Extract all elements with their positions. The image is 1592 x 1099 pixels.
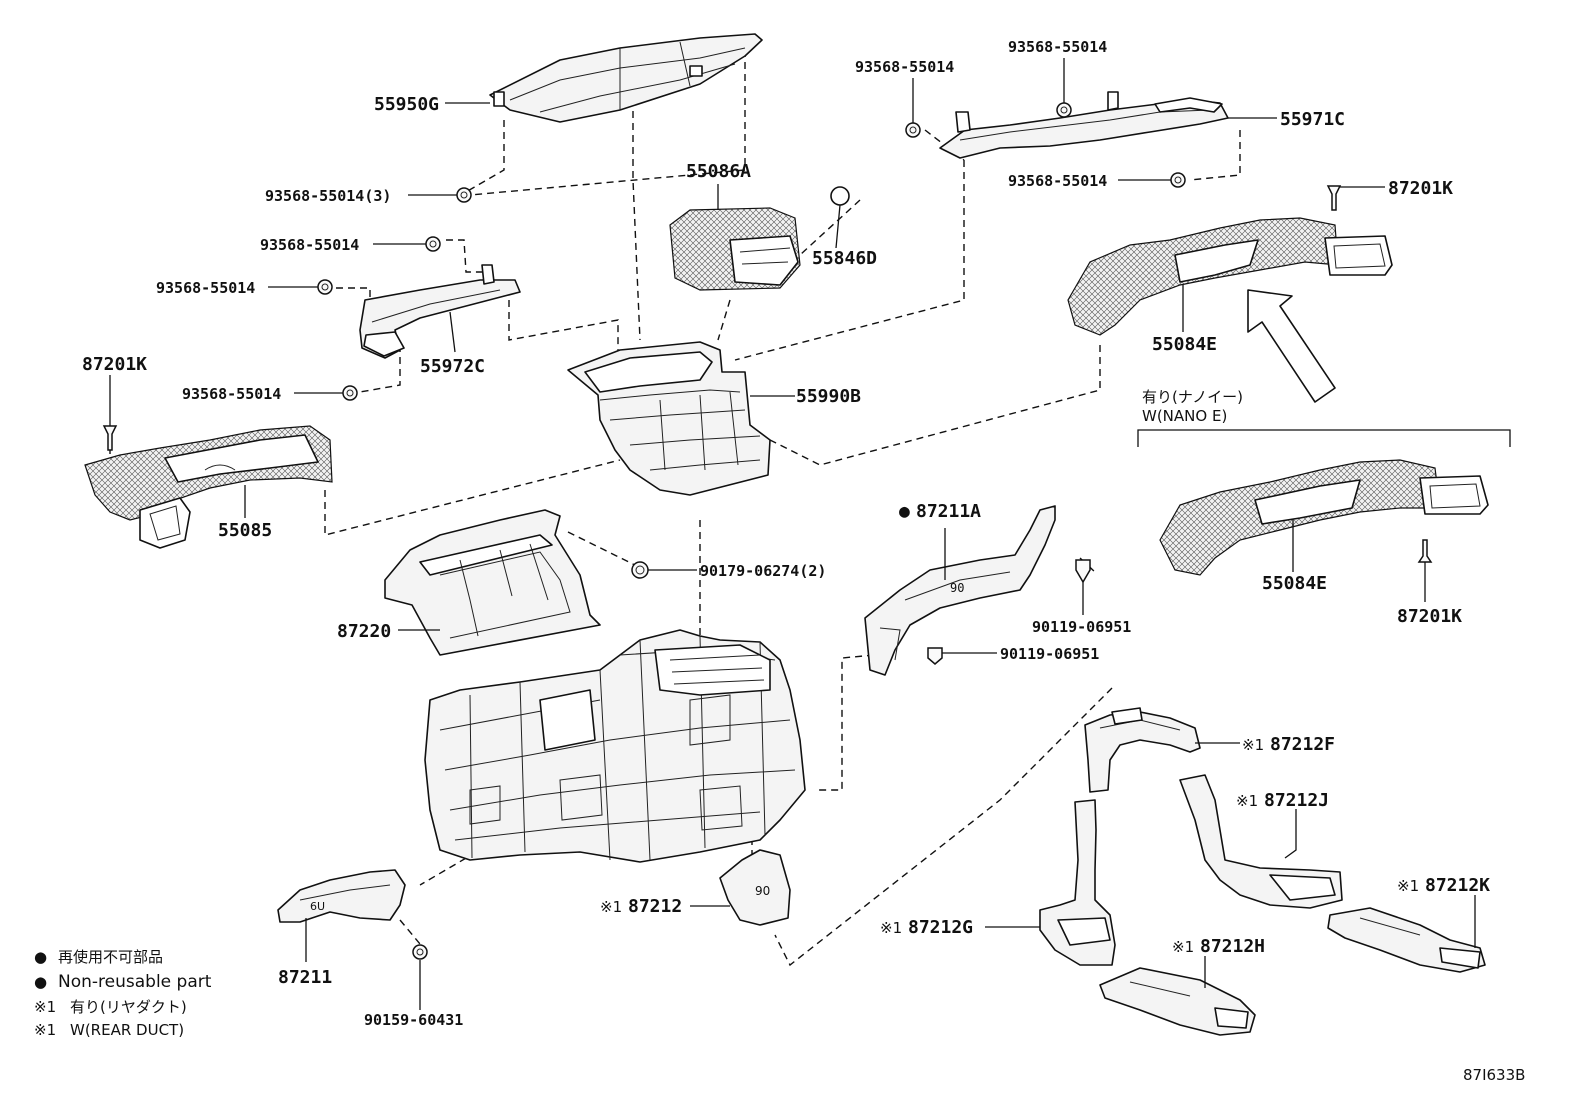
legend-marker-4: ※1 (34, 1021, 56, 1039)
label-87212g[interactable]: 87212G (908, 917, 973, 938)
bolt-icon (342, 385, 358, 401)
rear-duct-marker-87212: ※1 (600, 898, 622, 916)
part-87212-stamp: 90 (755, 884, 770, 898)
rear-duct-marker-h: ※1 (1172, 938, 1194, 956)
part-87211-stamp: 6U (310, 900, 325, 913)
label-93568-55014-f[interactable]: 93568-55014 (1008, 172, 1107, 190)
label-55846d[interactable]: 55846D (812, 248, 877, 269)
label-55950g[interactable]: 55950G (374, 94, 439, 115)
label-87212[interactable]: 87212 (628, 896, 682, 917)
legend-line2-en: W(REAR DUCT) (70, 1021, 184, 1039)
label-87201k-c[interactable]: 87201K (1397, 606, 1462, 627)
label-55086a[interactable]: 55086A (686, 161, 751, 182)
label-93568-55014-3[interactable]: 93568-55014(3) (265, 187, 391, 205)
label-90179-06274[interactable]: 90179-06274(2) (700, 562, 826, 580)
label-55990b[interactable]: 55990B (796, 386, 861, 407)
part-87220-graphic (384, 509, 601, 656)
screw-icon (927, 647, 943, 665)
direction-arrow (1247, 289, 1336, 403)
leader-lines (109, 58, 1476, 1010)
label-87211[interactable]: 87211 (278, 967, 332, 988)
label-87212f[interactable]: 87212F (1270, 734, 1335, 755)
nut-icon (631, 561, 649, 579)
part-87212f-graphic (1084, 707, 1201, 793)
label-93568-55014-b[interactable]: 93568-55014 (156, 279, 255, 297)
part-55971c-graphic (939, 91, 1229, 159)
label-90119-06951-b[interactable]: 90119-06951 (1000, 645, 1099, 663)
bolt-icon (1170, 172, 1186, 188)
part-87212g-graphic (1039, 799, 1116, 966)
part-55990b-graphic (567, 341, 771, 496)
label-55084e-a[interactable]: 55084E (1152, 334, 1217, 355)
clip-icon (1326, 185, 1342, 211)
label-55972c[interactable]: 55972C (420, 356, 485, 377)
label-93568-55014-e[interactable]: 93568-55014 (1008, 38, 1107, 56)
label-87211a[interactable]: 87211A (916, 501, 981, 522)
label-93568-55014-d[interactable]: 93568-55014 (855, 58, 954, 76)
label-87212j[interactable]: 87212J (1264, 790, 1329, 811)
part-87212k-graphic (1327, 907, 1486, 973)
rear-duct-marker-k: ※1 (1397, 877, 1419, 895)
label-55971c[interactable]: 55971C (1280, 109, 1345, 130)
part-87211-graphic: 6U (277, 869, 406, 923)
part-87211a-stamp: 90 (950, 581, 964, 595)
label-93568-55014-c[interactable]: 93568-55014 (182, 385, 281, 403)
label-87212h[interactable]: 87212H (1200, 936, 1265, 957)
label-87211a-group: ● 87211A (899, 501, 981, 522)
label-87220[interactable]: 87220 (337, 621, 391, 642)
label-93568-55014-a[interactable]: 93568-55014 (260, 236, 359, 254)
part-55085-graphic (84, 425, 333, 549)
legend-marker-1: ● (34, 948, 47, 966)
part-55086a-graphic (669, 207, 801, 291)
clip-icon (102, 425, 118, 451)
bolt-icon (412, 944, 428, 960)
part-55084e-upper-graphic (1067, 217, 1393, 336)
rear-duct-marker-j: ※1 (1236, 792, 1258, 810)
hvac-unit-graphic (424, 629, 806, 863)
label-90119-06951-a[interactable]: 90119-06951 (1032, 618, 1131, 636)
label-87201k-a[interactable]: 87201K (1388, 178, 1453, 199)
variant-bracket (1137, 429, 1511, 447)
legend-line1-jp: 再使用不可部品 (58, 948, 163, 966)
part-55972c-graphic (359, 264, 521, 359)
label-55084e-b[interactable]: 55084E (1262, 573, 1327, 594)
part-87211a-graphic: 90 (864, 505, 1056, 676)
bolt-icon (456, 187, 472, 203)
part-55846d-graphic (830, 186, 850, 206)
variant-caption: 有り(ナノイー) W(NANO E) (1142, 388, 1243, 425)
part-87212-graphic: 90 (719, 849, 791, 926)
figure-code: 87I633B (1463, 1066, 1525, 1084)
bolt-icon (425, 236, 441, 252)
label-87201k-b[interactable]: 87201K (82, 354, 147, 375)
label-90159-60431[interactable]: 90159-60431 (364, 1011, 463, 1029)
bolt-icon (1056, 102, 1072, 118)
screw-icon (1075, 559, 1091, 584)
variant-caption-en: W(NANO E) (1142, 407, 1227, 425)
part-55084e-lower-graphic (1159, 459, 1489, 576)
clip-icon (1417, 539, 1433, 563)
part-55950g-graphic (489, 33, 763, 123)
legend-line2-jp: 有り(リヤダクト) (70, 998, 187, 1016)
rear-duct-marker-g: ※1 (880, 919, 902, 937)
label-55085[interactable]: 55085 (218, 520, 272, 541)
part-87212h-graphic (1099, 967, 1256, 1036)
variant-caption-jp: 有り(ナノイー) (1142, 388, 1243, 406)
rear-duct-marker-f: ※1 (1242, 736, 1264, 754)
legend-marker-3: ※1 (34, 998, 56, 1016)
legend-marker-2: ● (34, 973, 47, 991)
legend: ● 再使用不可部品 ● Non-reusable part ※1 有り(リヤダク… (34, 948, 212, 1039)
part-87212j-graphic (1179, 774, 1343, 909)
nonreusable-marker: ● (899, 501, 910, 522)
bolt-icon (317, 279, 333, 295)
bolt-icon (905, 122, 921, 138)
legend-line1-en: Non-reusable part (58, 972, 212, 992)
label-87212k[interactable]: 87212K (1425, 875, 1490, 896)
callout-labels: 55950G 93568-55014(3) 93568-55014 93568-… (82, 38, 1490, 1029)
